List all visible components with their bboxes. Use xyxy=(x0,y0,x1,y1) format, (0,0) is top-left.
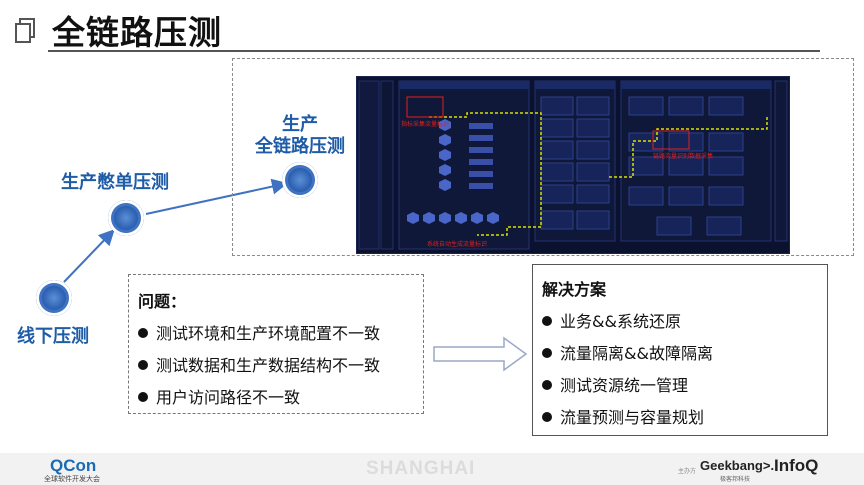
title-divider xyxy=(48,50,820,52)
solution-item: 流量隔离&&故障隔离 xyxy=(542,340,713,364)
solution-item: 流量预测与容量规划 xyxy=(542,404,704,428)
solutions-box xyxy=(532,264,828,436)
problem-item: 测试数据和生产数据结构不一致 xyxy=(138,352,380,376)
organizer-label: 主办方 xyxy=(678,468,697,475)
bullet-icon xyxy=(138,392,148,402)
bullet-icon xyxy=(138,328,148,338)
dashboard-caption-3: 系统自动生成流量标识 xyxy=(427,241,488,248)
geekbang-subtitle: 极客邦科技 xyxy=(720,476,751,483)
single-label: 生产憋单压测 xyxy=(61,172,169,193)
qcon-subtitle: 全球软件开发大会 xyxy=(44,475,100,483)
bullet-icon xyxy=(138,360,148,370)
infoq-logo: InfoQ xyxy=(774,456,819,475)
dashboard-caption-2: 链路流量识别数据采集 xyxy=(653,153,714,160)
offline-label: 线下压测 xyxy=(17,326,89,347)
solution-item: 测试资源统一管理 xyxy=(542,372,688,396)
bullet-icon xyxy=(542,348,552,358)
page-title: 全链路压测 xyxy=(52,13,222,52)
arrow-right-icon xyxy=(433,336,528,372)
qcon-logo: QCon xyxy=(50,456,97,475)
city-watermark: SHANGHAI xyxy=(366,458,476,479)
bullet-icon xyxy=(542,380,552,390)
bullet-icon xyxy=(542,412,552,422)
solutions-title: 解决方案 xyxy=(542,280,607,299)
single-node xyxy=(108,200,144,236)
problem-item: 测试环境和生产环境配置不一致 xyxy=(138,320,380,344)
problems-title: 问题： xyxy=(138,292,187,311)
dashboard-screenshot: 指标采集流量标识 链路流量识别数据采集 系统自动生成流量标识 xyxy=(356,76,790,254)
full-label-line2: 全链路压测 xyxy=(255,136,345,157)
full-node xyxy=(282,162,318,198)
copy-pages-icon xyxy=(15,18,35,43)
dashboard-frame xyxy=(232,58,854,256)
offline-node xyxy=(36,280,72,316)
bullet-icon xyxy=(542,316,552,326)
dashboard-caption-1: 指标采集流量标识 xyxy=(401,121,450,128)
dashboard-graphic xyxy=(357,77,789,253)
full-label-line1: 生产 xyxy=(282,114,318,135)
geekbang-logo: Geekbang>. xyxy=(700,458,775,473)
problems-box xyxy=(128,274,424,414)
footer-bar xyxy=(0,453,864,485)
solution-item: 业务&&系统还原 xyxy=(542,308,681,332)
problem-item: 用户访问路径不一致 xyxy=(138,384,300,408)
